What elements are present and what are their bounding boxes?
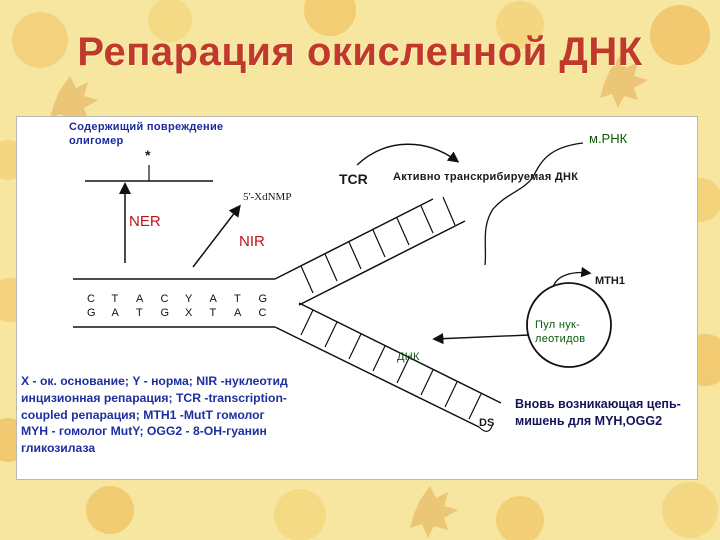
mth1-label: MTH1 [595,275,625,287]
bottom-base-1: G [87,307,96,319]
legend: X - ок. основание; Y - норма; NIR -нукле… [21,373,321,457]
tcr-arrow [356,143,460,166]
top-base-2: T [111,293,119,305]
legend-line-2: инцизионная репарация; TCR -transcriptio… [21,390,287,405]
lower-fork-rungs [300,309,482,420]
nucleotide-pool-circle [526,282,612,368]
legend-line-5: гликозилаза [21,441,96,456]
top-base-8: G [258,293,268,305]
mrna-label: м.РНК [589,131,628,146]
top-base-1: C [87,293,95,305]
ds-tail-arrow [478,422,494,432]
ds-label: DS [479,417,495,429]
xdnmp-label: 5'-XdNMP [243,191,292,203]
nir-arrow [192,204,241,268]
bottom-base-4: G [160,307,170,319]
bottom-base-7: A [234,307,242,319]
pool-label-line2: леотидов [535,333,586,345]
legend-line-3: coupled репарация; MTH1 -MutT гомолог [21,407,265,422]
top-base-5: Y [185,293,193,305]
legend-line-4: MYH - гомолог MutY; OGG2 - 8-OH-гуанин [21,424,267,439]
dna-label: ДНК [397,351,420,363]
diagram-panel: Содержищий повреждение олигомер * NER NI… [16,116,698,480]
top-base-7: T [234,293,241,305]
new-target-line1: Вновь возникающая цепь- [515,397,681,411]
top-base-4: C [160,293,169,305]
tcr-label: TCR [339,171,368,187]
top-base-6: A [209,293,217,305]
bottom-base-6: T [209,307,217,319]
slide-title: Репарация окисленной ДНК [77,30,643,74]
bottom-base-8: C [258,307,267,319]
upper-fork-strand-inner [298,220,466,306]
top-base-3: A [136,293,144,305]
damaged-oligomer-label-line1: Содержищий повреждение [69,121,224,133]
nir-label: NIR [239,233,265,250]
pool-to-dna-arrow [432,333,530,345]
mth1-arrow [552,266,592,288]
upper-fork-strand-outer [274,198,434,280]
bottom-base-2: A [111,307,119,319]
ner-label: NER [129,213,161,230]
legend-line-1: X - ок. основание; Y - норма; NIR -нукле… [21,374,288,388]
damage-mark: * [145,147,151,163]
transcribed-dna-label: Активно транскрибируемая ДНК [393,171,579,183]
dna-repair-diagram [73,142,612,432]
damaged-oligomer-label-line2: олигомер [69,135,124,147]
upper-fork-rungs [300,196,456,294]
lower-fork-strand-outer [274,326,480,428]
pool-label-line1: Пул нук- [535,319,581,331]
new-target-line2: мишень для MYH,OGG2 [515,414,663,428]
lower-fork-strand-inner [298,302,502,404]
mrna-strand [484,142,584,266]
bottom-base-3: T [136,307,143,319]
bottom-base-5: X [185,307,193,319]
